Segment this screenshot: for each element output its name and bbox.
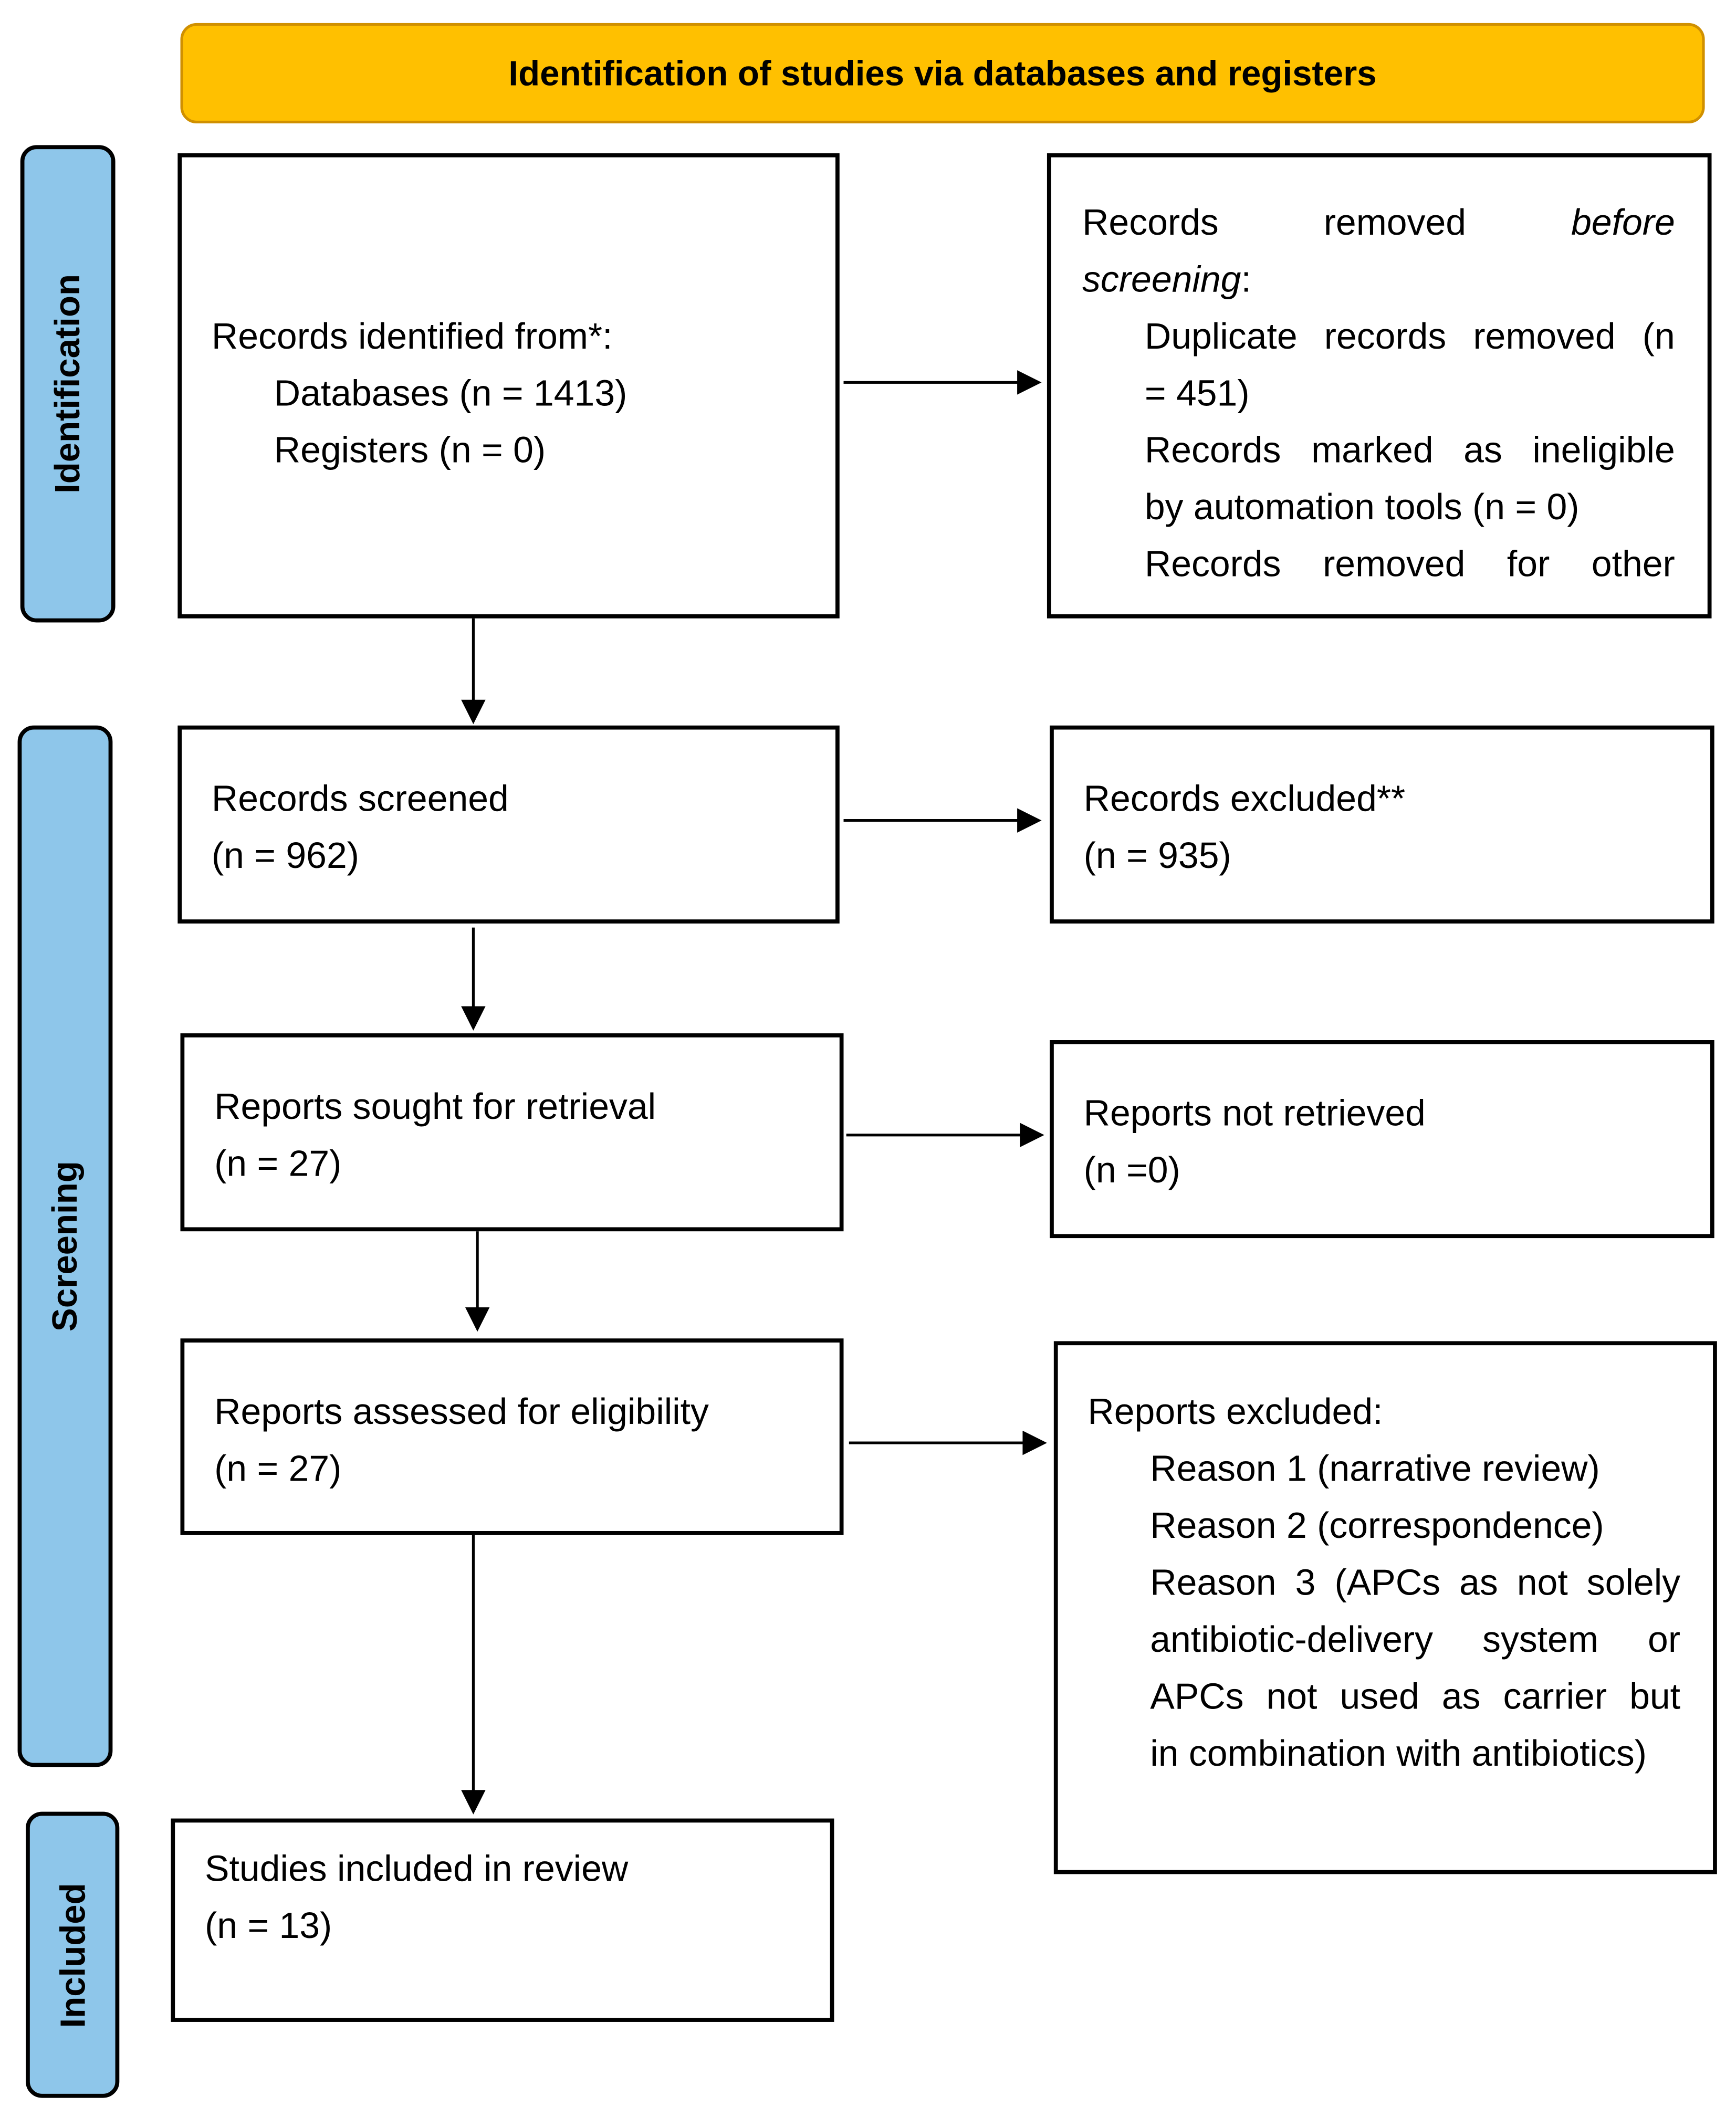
arrowhead-icon (461, 699, 486, 725)
reason-1: Reason 1 (narrative review) (1150, 1448, 1600, 1489)
box-title: Studies included in review (205, 1848, 629, 1889)
arrowhead-icon (1017, 808, 1042, 833)
removed-line-1: Records removed before (1082, 194, 1675, 250)
text: Records removed (1082, 202, 1467, 243)
databases-count: Databases (n = 1413) (274, 373, 628, 414)
reason-3-line: Reason 3 (APCs as not solely (1150, 1562, 1681, 1603)
box-records-identified: Records identified from*: Databases (n =… (177, 153, 840, 619)
box-reports-sought: Reports sought for retrieval (n = 27) (180, 1033, 844, 1232)
arrow-sought-to-not-retrieved (846, 1134, 1023, 1137)
arrowhead-icon (465, 1307, 490, 1332)
phase-label: Identification (47, 274, 88, 494)
duplicates-line: Duplicate records removed (n (1144, 316, 1675, 357)
header-identification-banner: Identification of studies via databases … (180, 23, 1705, 124)
ineligible-line: Records marked as ineligible (1144, 429, 1675, 471)
box-records-removed: Records removed before screening: Duplic… (1047, 153, 1712, 619)
box-title: Records excluded** (1083, 778, 1406, 820)
ineligible-count: by automation tools (n = 0) (1144, 487, 1580, 528)
removed-line-2: screening: (1082, 251, 1675, 308)
box-count: (n = 962) (211, 835, 359, 876)
phase-identification: Identification (20, 145, 116, 623)
text: : (1241, 259, 1251, 300)
arrow-assessed-to-excluded (849, 1441, 1026, 1444)
box-reports-not-retrieved: Reports not retrieved (n =0) (1050, 1040, 1714, 1239)
box-title: Records identified from*: (211, 316, 613, 357)
box-title: Reports sought for retrieval (214, 1086, 656, 1127)
box-reports-assessed: Reports assessed for eligibility (n = 27… (180, 1338, 844, 1535)
phase-label: Screening (44, 1161, 85, 1332)
reason-3-line: antibiotic-delivery system or (1150, 1619, 1681, 1660)
arrowhead-icon (1017, 370, 1042, 395)
arrowhead-icon (1022, 1430, 1047, 1455)
box-studies-included: Studies included in review (n = 13) (171, 1818, 834, 2022)
box-count: (n =0) (1083, 1150, 1180, 1191)
box-title: Reports assessed for eligibility (214, 1391, 709, 1432)
reason-2: Reason 2 (correspondence) (1150, 1505, 1604, 1546)
phase-label: Included (51, 1882, 92, 2028)
phase-included: Included (26, 1811, 120, 2098)
arrowhead-icon (1020, 1123, 1044, 1148)
text-italic: screening (1082, 259, 1241, 300)
box-count: (n = 27) (214, 1143, 342, 1184)
arrowhead-icon (461, 1790, 486, 1815)
arrow-assessed-to-included (472, 1535, 475, 1793)
box-title: Reports excluded: (1087, 1391, 1383, 1432)
box-count: (n = 935) (1083, 835, 1231, 876)
box-records-screened: Records screened (n = 962) (177, 725, 840, 924)
arrow-sought-to-assessed (476, 1231, 479, 1310)
reason-3-line: APCs not used as carrier but (1150, 1676, 1681, 1717)
arrowhead-icon (461, 1006, 486, 1031)
box-records-excluded: Records excluded** (n = 935) (1050, 725, 1714, 924)
phase-screening: Screening (17, 725, 113, 1767)
arrow-identified-to-removed (843, 381, 1020, 384)
arrow-screened-to-sought (472, 927, 475, 1009)
header-title: Identification of studies via databases … (508, 52, 1377, 93)
arrow-screened-to-excluded (843, 819, 1020, 822)
box-count: (n = 27) (214, 1448, 342, 1489)
box-count: (n = 13) (205, 1905, 332, 1946)
box-title: Records screened (211, 778, 509, 820)
other-reasons-line: Records removed for other (1144, 543, 1675, 585)
text-italic: before (1571, 202, 1675, 243)
box-title: Reports not retrieved (1083, 1093, 1426, 1134)
duplicates-count: = 451) (1144, 373, 1250, 414)
arrow-identified-to-screened (472, 618, 475, 703)
registers-count: Registers (n = 0) (274, 429, 546, 471)
box-reports-excluded: Reports excluded: Reason 1 (narrative re… (1053, 1341, 1717, 1874)
reason-3-line: in combination with antibiotics) (1150, 1733, 1647, 1774)
